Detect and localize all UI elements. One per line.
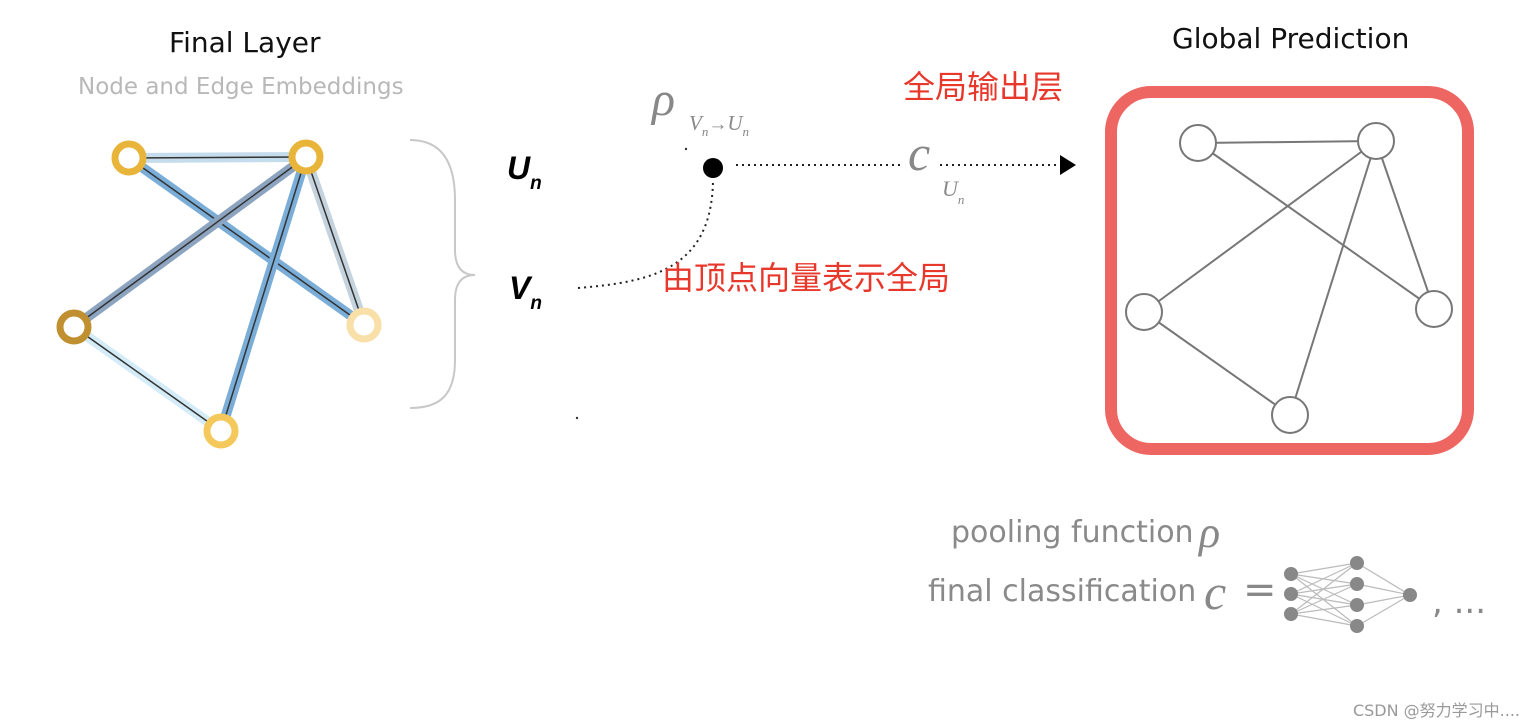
left-edge bbox=[128, 152, 307, 163]
rho-subscript: Vn→Un bbox=[689, 111, 750, 139]
rho-sub-v-sub: n bbox=[701, 124, 709, 139]
trailing-ellipsis: , ... bbox=[1432, 582, 1487, 622]
pooling-symbol: ρ bbox=[1199, 508, 1221, 557]
left-node bbox=[56, 309, 92, 345]
left-node bbox=[346, 307, 382, 343]
left-node bbox=[288, 139, 324, 175]
v-variable-sub: n bbox=[530, 293, 542, 314]
c-sub-u-sub: n bbox=[957, 192, 965, 207]
rho-sub-v: V bbox=[689, 111, 702, 135]
c-subscript: Un bbox=[942, 176, 964, 207]
left-node bbox=[111, 140, 147, 176]
v-variable: Vn bbox=[509, 270, 542, 314]
rho-sub-arrow: → bbox=[708, 114, 728, 135]
small-dot bbox=[684, 147, 688, 151]
right-graph bbox=[1125, 122, 1453, 434]
global-output-layer-label: 全局输出层 bbox=[903, 68, 1064, 106]
c-formula: c bbox=[908, 124, 930, 182]
rho-sub-u: U bbox=[727, 111, 743, 135]
rho-formula: ρ bbox=[652, 72, 675, 127]
rho-symbol: ρ bbox=[652, 73, 676, 126]
pooling-node bbox=[703, 158, 723, 178]
global-prediction-box bbox=[1105, 86, 1474, 455]
output-arrowhead bbox=[1060, 155, 1076, 175]
right-node bbox=[1271, 396, 1309, 434]
right-edge bbox=[1143, 140, 1377, 313]
u-variable-main: U bbox=[507, 150, 531, 186]
left-edge bbox=[71, 322, 224, 436]
watermark: CSDN @努力学习中.... bbox=[1352, 701, 1520, 720]
v-variable-main: V bbox=[509, 270, 531, 306]
right-title: Global Prediction bbox=[1172, 22, 1410, 55]
right-edge bbox=[1197, 142, 1435, 310]
left-node bbox=[203, 413, 239, 449]
left-subtitle: Node and Edge Embeddings bbox=[78, 74, 404, 100]
left-edge bbox=[301, 155, 369, 327]
left-title: Final Layer bbox=[169, 26, 321, 59]
left-edge bbox=[126, 153, 367, 330]
u-variable: Un bbox=[507, 150, 542, 194]
right-node bbox=[1179, 124, 1217, 162]
right-edge bbox=[1143, 311, 1291, 416]
neural-network-icon bbox=[1284, 556, 1417, 633]
final-classification-label: final classification bbox=[928, 574, 1197, 609]
right-node bbox=[1357, 122, 1395, 160]
vertex-to-global-label: 由顶点向量表示全局 bbox=[662, 259, 951, 297]
c-sub-u: U bbox=[942, 176, 958, 201]
right-node bbox=[1125, 293, 1163, 331]
left-edge bbox=[216, 155, 311, 433]
left-graph bbox=[56, 139, 382, 449]
equals-sign: = bbox=[1243, 567, 1277, 613]
c-symbol: c bbox=[908, 125, 931, 181]
right-edge bbox=[1375, 140, 1435, 310]
right-node bbox=[1415, 290, 1453, 328]
pooling-function-label: pooling function bbox=[951, 515, 1194, 550]
rho-sub-u-sub: n bbox=[742, 124, 750, 139]
classification-symbol: c bbox=[1204, 564, 1227, 620]
left-edge bbox=[71, 152, 309, 332]
u-variable-sub: n bbox=[530, 173, 542, 194]
right-edge bbox=[1289, 140, 1377, 416]
pooling-curve bbox=[577, 179, 714, 289]
right-edge bbox=[1197, 140, 1377, 144]
small-dot bbox=[575, 416, 579, 420]
curly-brace bbox=[409, 139, 476, 409]
